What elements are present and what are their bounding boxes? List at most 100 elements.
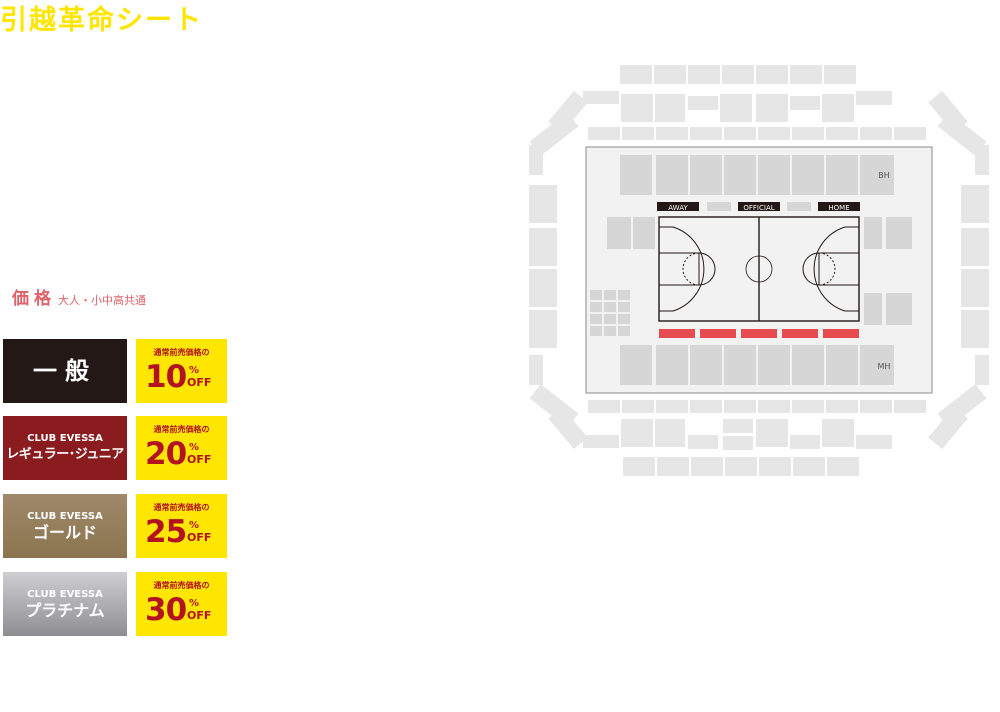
floor-seat-block <box>607 217 631 249</box>
seat-block <box>826 400 858 413</box>
seat-block <box>688 65 720 84</box>
floor-seat-block <box>860 155 894 195</box>
seat-block <box>529 355 543 385</box>
seat-block <box>690 127 722 140</box>
seat-block <box>975 355 989 385</box>
bench-block <box>787 202 811 211</box>
bh-label: BH <box>878 171 890 180</box>
corner-seat-block <box>928 90 968 134</box>
left-key <box>658 252 700 286</box>
highlighted-seat-block <box>782 329 818 338</box>
page-title: 引越革命シート <box>0 5 203 36</box>
highlighted-seat-block <box>741 329 777 338</box>
floor-seat-block <box>656 345 688 385</box>
seat-block <box>583 91 619 104</box>
floor-seat-block <box>724 345 756 385</box>
seat-block <box>961 269 989 307</box>
seat-block <box>723 436 753 450</box>
seat-block <box>724 127 756 140</box>
floor-seat-block <box>886 293 912 325</box>
seat-block <box>622 400 654 413</box>
seat-block <box>860 400 892 413</box>
small-seat-block <box>604 326 616 336</box>
bench-block <box>707 202 731 211</box>
mh-label: MH <box>878 362 891 371</box>
discount-value: 25 <box>145 514 187 550</box>
small-seat-block <box>618 290 630 300</box>
seat-block <box>856 435 892 449</box>
seat-block <box>691 457 723 476</box>
tier-name: プラチナム <box>25 600 105 620</box>
price-heading-block: 価格大人・小中高共通 <box>12 284 146 309</box>
seat-block <box>961 310 989 348</box>
tier-name: 一般 <box>33 357 97 385</box>
discount-badge-platinum: 通常前売価格の 30 % OFF <box>136 572 227 636</box>
seat-block <box>529 185 557 223</box>
seat-block <box>529 228 557 266</box>
discount-badge-regular-junior: 通常前売価格の 20 % OFF <box>136 416 227 480</box>
discount-badge-general: 通常前売価格の 10 % OFF <box>136 339 227 403</box>
small-seat-block <box>618 302 630 312</box>
seat-block <box>759 457 791 476</box>
seat-block <box>622 127 654 140</box>
seat-block <box>758 400 790 413</box>
home-bench-label-bg <box>818 202 860 211</box>
corner-seat-block <box>928 406 968 450</box>
percent-sign: % <box>189 520 200 531</box>
tier-regular-junior: CLUB EVESSA レギュラー･ジュニア <box>3 416 127 480</box>
price-note: 大人・小中高共通 <box>58 294 146 307</box>
off-label: OFF <box>187 376 212 389</box>
seat-block <box>824 65 856 84</box>
seat-block <box>725 457 757 476</box>
highlighted-seats <box>659 329 859 338</box>
tier-platinum: CLUB EVESSA プラチナム <box>3 572 127 636</box>
percent-sign: % <box>189 365 200 376</box>
seat-block <box>975 145 989 175</box>
seat-block <box>621 419 653 447</box>
floor-seat-block <box>633 217 655 249</box>
home-label: HOME <box>828 204 849 212</box>
seat-block <box>822 94 854 122</box>
seat-block <box>722 65 754 84</box>
seat-block <box>529 269 557 307</box>
seat-block <box>583 435 619 448</box>
floor-seat-block <box>826 155 858 195</box>
seat-block <box>588 400 620 413</box>
small-seat-block <box>604 290 616 300</box>
discount-badge-gold: 通常前売価格の 25 % OFF <box>136 494 227 558</box>
left-free-throw-arc <box>698 252 716 286</box>
seat-block <box>961 185 989 223</box>
seat-block <box>860 127 892 140</box>
discount-value: 20 <box>145 436 187 472</box>
off-label: OFF <box>187 531 212 544</box>
seat-block <box>856 91 892 105</box>
percent-sign: % <box>189 442 200 453</box>
left-free-throw-dashed <box>682 252 700 286</box>
basketball-court <box>658 216 860 322</box>
seat-block <box>588 127 620 140</box>
floor-seat-blocks <box>590 155 912 385</box>
floor-seat-block <box>792 155 824 195</box>
club-label: CLUB EVESSA <box>27 432 103 444</box>
official-label: OFFICIAL <box>743 204 774 212</box>
floor-seat-block <box>864 217 882 249</box>
floor-seat-block <box>620 155 652 195</box>
club-label: CLUB EVESSA <box>27 510 103 522</box>
seat-block <box>655 419 685 447</box>
seat-block <box>654 65 686 84</box>
seat-block <box>724 400 756 413</box>
seat-block <box>793 457 825 476</box>
center-circle <box>745 255 773 283</box>
floor-seat-block <box>826 345 858 385</box>
discount-caption: 通常前売価格の <box>153 425 210 434</box>
highlighted-seat-block <box>700 329 736 338</box>
seat-block <box>656 127 688 140</box>
right-free-throw-dashed <box>818 252 836 286</box>
away-bench-label-bg <box>657 202 699 211</box>
price-heading: 価格 <box>12 289 56 309</box>
away-label: AWAY <box>668 204 688 212</box>
right-free-throw-arc <box>802 252 820 286</box>
seat-block <box>656 400 688 413</box>
seat-block <box>529 310 557 348</box>
seat-block <box>790 435 820 449</box>
